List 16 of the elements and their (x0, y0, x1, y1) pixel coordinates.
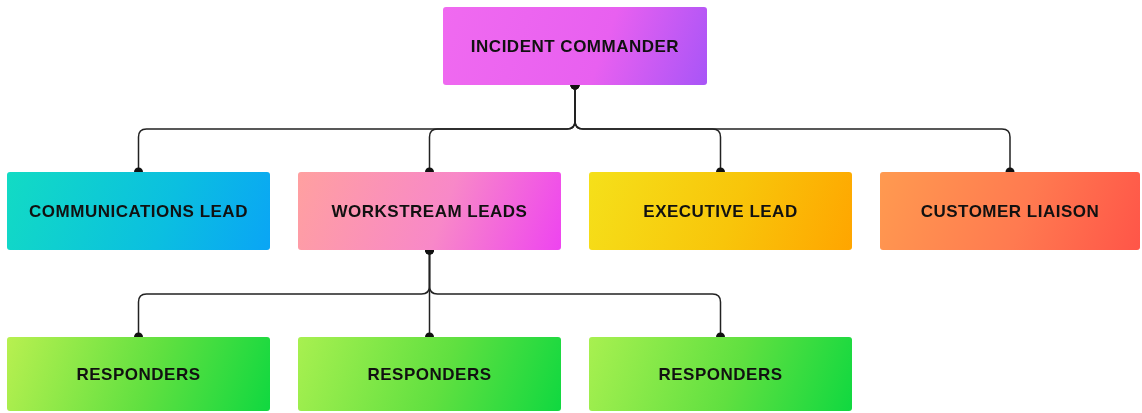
role-title: EXECUTIVE LEAD (643, 200, 798, 222)
role-box (298, 172, 561, 250)
role-title: RESPONDERS (658, 363, 783, 385)
role-title: INCIDENT COMMANDER (470, 35, 680, 57)
role-title: RESPONDERS (76, 363, 201, 385)
role-box (589, 337, 852, 411)
role-box (298, 337, 561, 411)
role-title: RESPONDERS (367, 363, 492, 385)
role-title: CUSTOMER LIAISON (920, 200, 1100, 222)
role-box (7, 337, 270, 411)
role-box (880, 172, 1140, 250)
role-box (443, 7, 707, 85)
role-title: COMMUNICATIONS LEAD (29, 200, 248, 222)
role-box (589, 172, 852, 250)
role-box (7, 172, 270, 250)
role-title: WORKSTREAM LEADS (331, 200, 528, 222)
